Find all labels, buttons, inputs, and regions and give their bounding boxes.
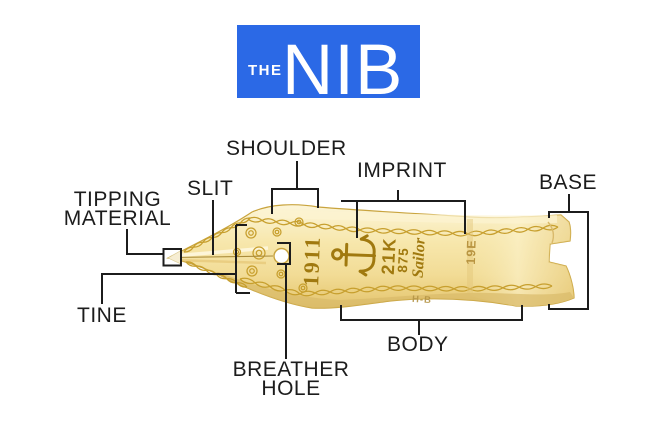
base-pointer-line	[548, 194, 589, 310]
label-tipping-material: TIPPING MATERIAL	[60, 188, 175, 230]
scroll-curls	[232, 217, 308, 293]
anchor-icon	[331, 234, 377, 277]
braid-engraving	[183, 216, 559, 297]
label-tine: TINE	[77, 304, 127, 327]
label-tipping-line1: TIPPING	[73, 188, 162, 211]
label-tipping-line2: MATERIAL	[63, 207, 172, 230]
label-imprint: IMPRINT	[357, 159, 447, 182]
tipping-material-pointer-line	[126, 229, 163, 255]
imprint-year: 1911	[298, 235, 325, 287]
tine-shadow	[173, 258, 267, 265]
nib-underside	[215, 272, 574, 309]
tipping-material-pointer-box	[162, 248, 182, 267]
tine-highlight	[171, 246, 269, 258]
breather-hole	[273, 247, 290, 265]
label-base: BASE	[539, 171, 598, 194]
imprint-code: 19E	[464, 239, 479, 265]
label-breather-line1: BREATHER	[232, 358, 350, 381]
nib-top-sheen	[257, 210, 558, 224]
body-pointer-line	[340, 305, 523, 335]
tipping-material-tip	[167, 249, 182, 265]
title-banner: THE NIB	[237, 25, 420, 110]
imprint-purity: 875	[395, 247, 411, 273]
label-breather-hole: BREATHER HOLE	[226, 358, 356, 400]
shoulder-pointer-line	[271, 161, 319, 214]
imprint-karat: 21K	[378, 237, 400, 276]
imprint-brand: Sailor	[410, 237, 429, 279]
base-fold-line	[547, 221, 555, 244]
label-shoulder: SHOULDER	[226, 137, 347, 160]
nib-illustration: 1911 21K 875 Sailor 19E H-B	[166, 204, 575, 309]
page-title: NIB	[282, 31, 404, 110]
slit-line	[171, 255, 274, 259]
label-breather-line2: HOLE	[261, 377, 321, 400]
pointer-lines	[101, 161, 589, 359]
tine-pointer-line	[101, 224, 250, 304]
label-slit: SLIT	[187, 177, 234, 200]
nib-base-sheen	[470, 215, 574, 307]
imprint-pointer-line	[341, 190, 466, 238]
imprint-grade: H-B	[412, 294, 433, 306]
label-body: BODY	[387, 333, 449, 356]
title-prefix: THE	[248, 62, 283, 79]
breather-hole-pointer-line	[277, 242, 291, 359]
